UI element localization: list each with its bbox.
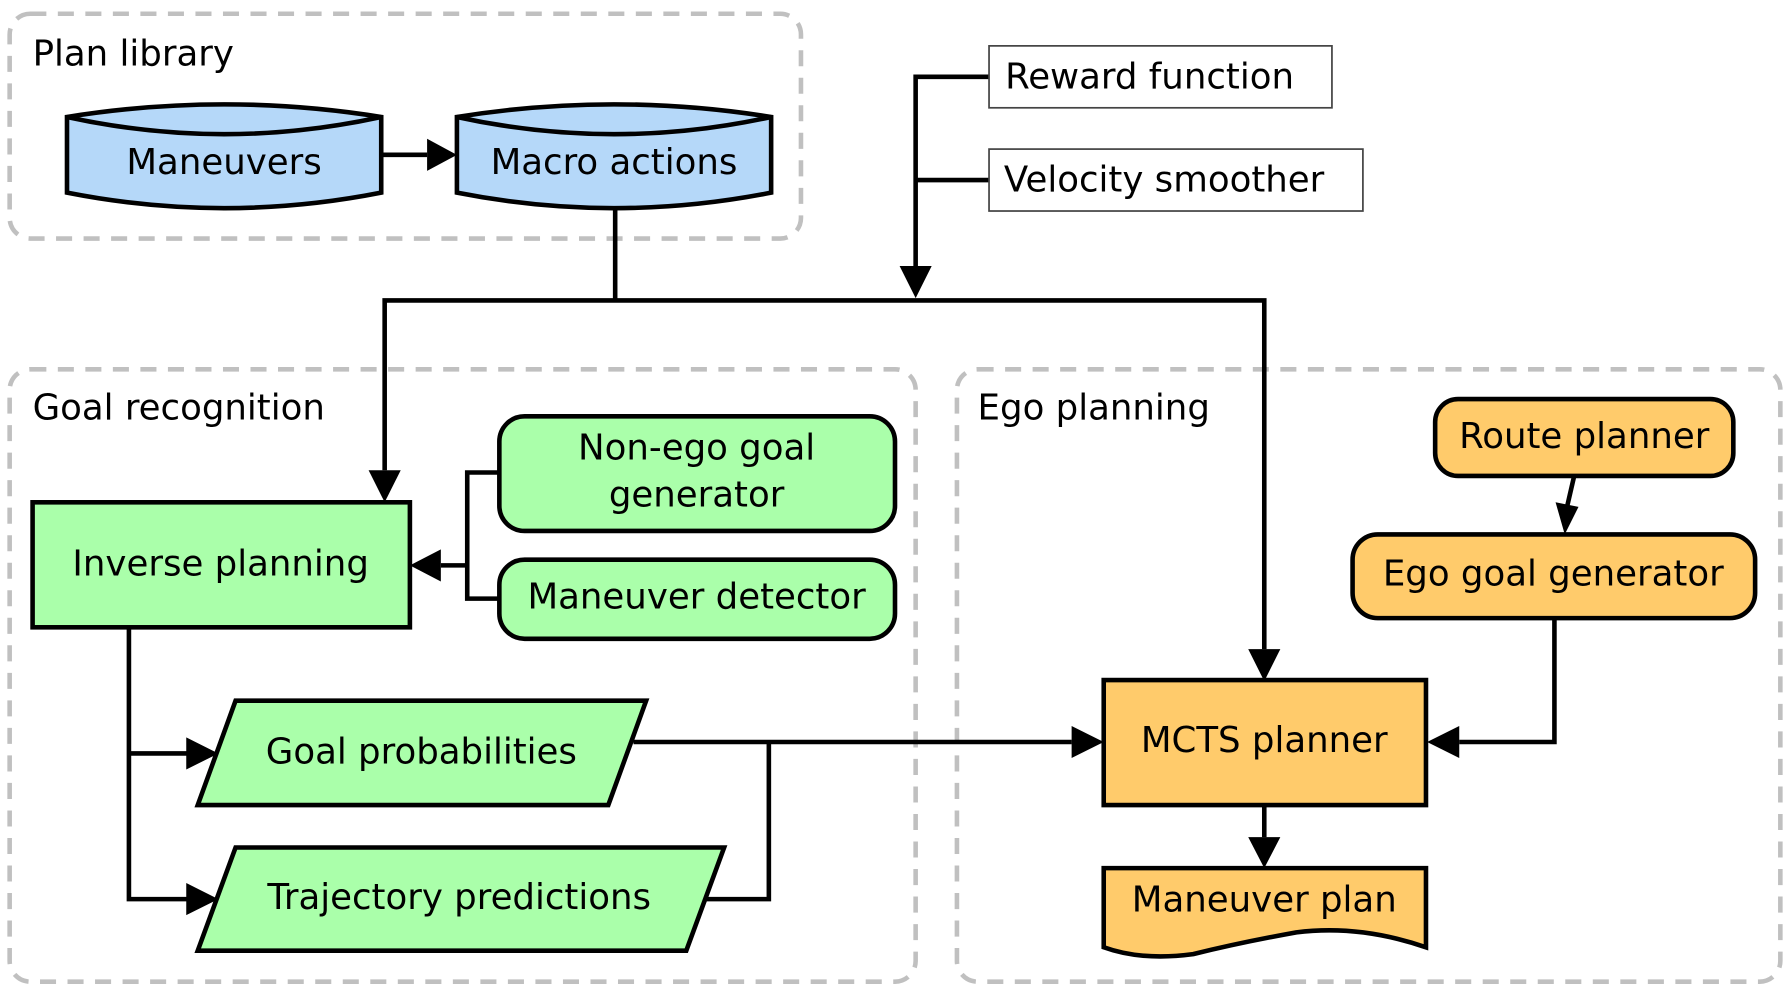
node-reward-function[interactable]: Reward function xyxy=(988,45,1333,109)
node-maneuver-plan[interactable]: Maneuver plan xyxy=(1101,865,1429,959)
node-trajectory-predictions[interactable]: Trajectory predictions xyxy=(194,845,728,954)
node-goal-probabilities[interactable]: Goal probabilities xyxy=(194,698,650,808)
maneuvers-label: Maneuvers xyxy=(126,142,321,183)
maneuver-plan-document-shape xyxy=(1101,865,1429,959)
reward-function-label: Reward function xyxy=(1005,56,1294,97)
edges xyxy=(126,74,1579,916)
goal-recognition-border xyxy=(7,366,918,984)
edge-detectors xyxy=(464,470,500,601)
mcts-planner-label: MCTS planner xyxy=(1141,720,1388,761)
arrowhead-inverse-planning xyxy=(368,470,401,503)
arrowhead-bus xyxy=(899,266,932,299)
node-route-planner[interactable]: Route planner xyxy=(1432,396,1736,479)
node-maneuvers[interactable]: Maneuvers xyxy=(64,102,384,211)
velocity-smoother-box xyxy=(988,148,1364,212)
macro-actions-label: Macro actions xyxy=(491,142,738,183)
ego-goal-generator-box xyxy=(1350,532,1758,621)
arrowhead-mcts-left xyxy=(1071,725,1104,759)
node-velocity-smoother[interactable]: Velocity smoother xyxy=(988,148,1364,212)
arrowhead-trajectory xyxy=(186,883,219,916)
maneuver-detector-label: Maneuver detector xyxy=(527,577,866,618)
edge-egogoal-mcts xyxy=(1459,619,1557,745)
database-rim xyxy=(456,114,772,137)
node-macro-actions[interactable]: Macro actions xyxy=(454,102,774,211)
node-non-ego-goal-generator[interactable]: Non-ego goal generator xyxy=(497,414,898,534)
route-planner-label: Route planner xyxy=(1459,416,1710,457)
non-ego-goal-generator-label-line1: Non-ego goal xyxy=(578,428,815,469)
arrowhead-mcts-top xyxy=(1248,649,1281,682)
ego-goal-generator-label: Ego goal generator xyxy=(1383,554,1724,595)
non-ego-goal-generator-label-line2: generator xyxy=(609,475,785,516)
goal-recognition-title: Goal recognition xyxy=(33,388,325,429)
edge-bus xyxy=(382,298,1267,650)
goal-probabilities-label: Goal probabilities xyxy=(266,731,577,772)
route-planner-box xyxy=(1432,396,1736,479)
group-goal-recognition: Goal recognition xyxy=(7,366,918,984)
edge-route-egogoal xyxy=(1564,476,1577,508)
reward-function-box xyxy=(988,45,1333,109)
velocity-smoother-label: Velocity smoother xyxy=(1004,160,1325,201)
node-inverse-planning[interactable]: Inverse planning xyxy=(30,500,413,630)
arrowhead-macro xyxy=(427,138,457,171)
non-ego-goal-generator-box xyxy=(497,414,898,534)
maneuver-plan-label: Maneuver plan xyxy=(1132,879,1397,920)
trajectory-predictions-label: Trajectory predictions xyxy=(266,877,651,918)
goal-probabilities-shape xyxy=(194,698,650,808)
ego-planning-border xyxy=(954,366,1783,984)
group-plan-library: Plan library xyxy=(7,11,804,241)
plan-library-title: Plan library xyxy=(33,33,234,74)
database-rim xyxy=(66,114,382,137)
edge-inverse-trajectory xyxy=(126,627,189,902)
inverse-planning-box xyxy=(30,500,413,630)
plan-library-border xyxy=(7,11,804,241)
mcts-planner-box xyxy=(1101,677,1429,808)
group-ego-planning: Ego planning xyxy=(954,366,1783,984)
ego-planning-title: Ego planning xyxy=(978,388,1210,429)
edge-reward xyxy=(913,74,990,267)
arrowhead-egogoal xyxy=(1555,502,1579,535)
arrowhead-goalprob xyxy=(186,737,219,770)
arrowhead-inverse-right xyxy=(409,549,441,582)
arrowhead-mcts-right xyxy=(1427,725,1460,759)
arrowhead-plan xyxy=(1248,837,1281,869)
node-mcts-planner[interactable]: MCTS planner xyxy=(1101,677,1429,808)
node-maneuver-detector[interactable]: Maneuver detector xyxy=(497,557,898,642)
inverse-planning-label: Inverse planning xyxy=(72,543,368,584)
trajectory-predictions-shape xyxy=(194,845,728,954)
maneuver-detector-box xyxy=(497,557,898,642)
edge-trajectory-mcts xyxy=(704,741,772,902)
node-ego-goal-generator[interactable]: Ego goal generator xyxy=(1350,532,1758,621)
